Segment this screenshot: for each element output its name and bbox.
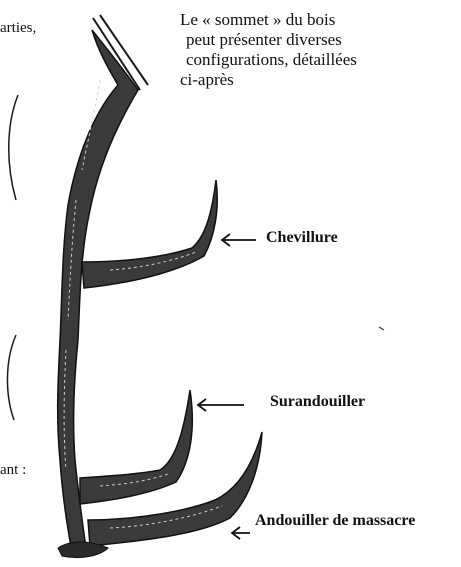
cut-text-top: arties, xyxy=(0,20,36,37)
margin-bracket-top xyxy=(9,95,18,200)
margin-bracket-bottom xyxy=(7,335,16,420)
label-chevillure: Chevillure xyxy=(266,229,338,247)
arrow-surandouiller xyxy=(198,399,244,411)
cut-text-bottom: ant : xyxy=(0,462,26,479)
arrow-andouiller xyxy=(232,527,250,539)
intro-line-2: peut présenter diverses xyxy=(180,30,455,50)
intro-line-1: Le « sommet » du bois xyxy=(180,10,455,30)
label-andouiller: Andouiller de massacre xyxy=(255,512,415,530)
label-surandouiller: Surandouiller xyxy=(270,393,365,411)
intro-text: Le « sommet » du bois peut présenter div… xyxy=(180,10,455,90)
chevillure-tine xyxy=(82,180,217,288)
intro-line-3: configurations, détaillées xyxy=(180,50,455,70)
stray-mark xyxy=(379,327,384,330)
intro-line-4: ci-après xyxy=(180,70,455,90)
surandouiller-tine xyxy=(80,390,192,504)
arrow-chevillure xyxy=(222,234,256,246)
